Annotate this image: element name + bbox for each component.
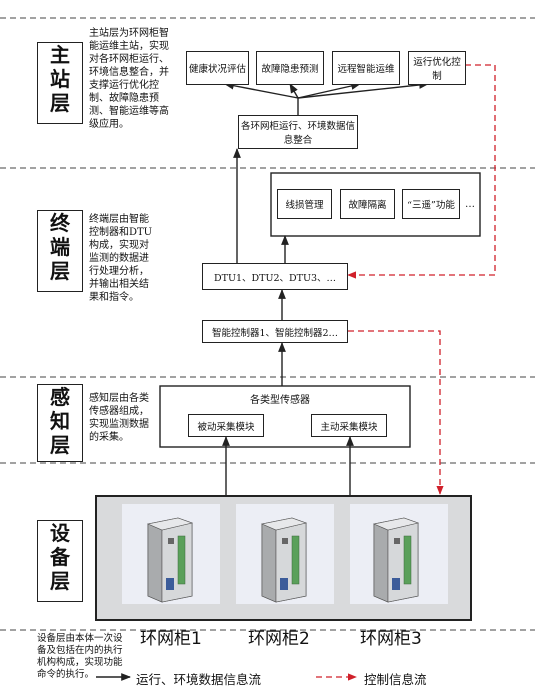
active-module-box: 主动采集模块 (311, 414, 387, 437)
function-ellipsis: … (465, 199, 475, 210)
cabinet-label-2: 环网柜2 (248, 629, 310, 649)
dtu-box: DTU1、DTU2、DTU3、… (202, 263, 348, 290)
function-box-fault-isolation: 故障隔离 (340, 189, 395, 219)
app-box-optimization-control: 运行优化控制 (408, 51, 466, 85)
layer-label-master: 主站层 (37, 42, 83, 124)
control-flow-path-2 (348, 330, 444, 495)
control-flow-path-1 (347, 64, 496, 279)
master-layer-description: 主站层为环网柜智能运维主站，实现对各环网柜运行、环境信息整合，并 支撑运行优化控… (89, 28, 169, 130)
function-box-three-remote: “三遥”功能 (402, 189, 460, 219)
app-box-remote-maintenance: 远程智能运维 (332, 51, 400, 85)
legend-control-flow: 控制信息流 (364, 672, 427, 687)
integration-box: 各环网柜运行、环境数据信息整合 (238, 115, 358, 149)
sensors-title: 各类型传感器 (250, 395, 310, 406)
app-box-fault-prediction: 故障隐患预测 (256, 51, 324, 85)
cabinet-label-3: 环网柜3 (360, 629, 422, 649)
device-layer-description: 设备层由本体一次设备及包括在内的执行机构构成，实现功能命令的执行。 (37, 633, 123, 680)
app-box-health-assessment: 健康状况评估 (186, 51, 249, 85)
layer-label-device: 设备层 (37, 520, 83, 602)
layer-label-sensing: 感知层 (37, 384, 83, 462)
layer-label-terminal: 终端层 (37, 210, 83, 292)
controller-box: 智能控制器1、智能控制器2… (202, 320, 348, 343)
cabinet-label-1: 环网柜1 (140, 629, 202, 649)
passive-module-box: 被动采集模块 (188, 414, 264, 437)
function-box-line-loss: 线损管理 (277, 189, 332, 219)
legend-data-flow: 运行、环境数据信息流 (136, 672, 262, 687)
sensing-layer-description: 感知层由各类传感器组成，实现监测数据的采集。 (89, 393, 149, 443)
